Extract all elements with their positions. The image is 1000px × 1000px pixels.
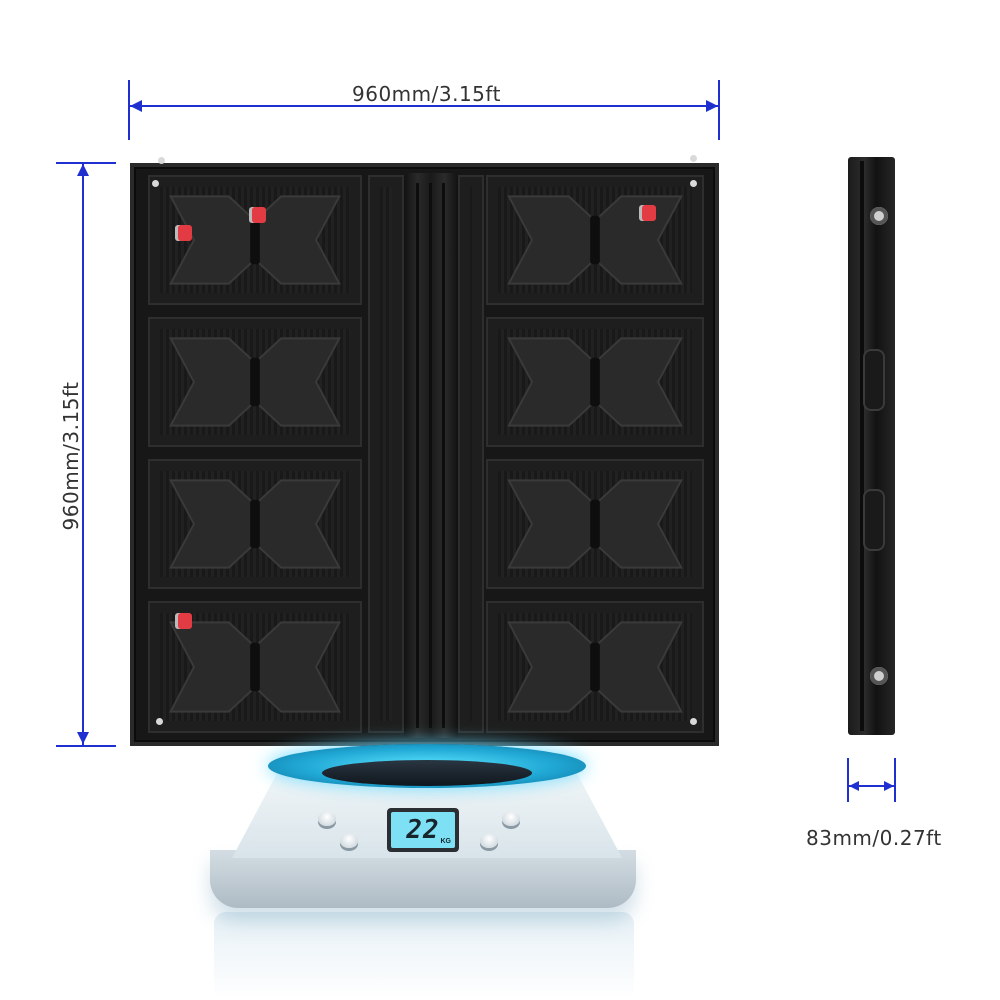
module-center-left	[368, 175, 404, 733]
scale-base	[210, 850, 636, 908]
module-right-3	[486, 459, 704, 589]
height-arrow-top	[77, 164, 89, 176]
width-dimension-tick-left	[128, 80, 130, 140]
cabinet-side-profile	[848, 157, 895, 735]
scale-platform-disc	[322, 760, 532, 786]
depth-dimension-tick-left	[847, 758, 849, 802]
module-center-right	[458, 175, 484, 733]
width-dimension-line	[130, 105, 719, 107]
central-spine-beam	[404, 173, 458, 738]
screw	[156, 718, 163, 725]
module-right-2	[486, 317, 704, 447]
module-right-1	[486, 175, 704, 305]
width-dimension-label: 960mm/3.15ft	[352, 82, 501, 106]
screw	[690, 155, 697, 162]
lock-latch-top-left-inner	[252, 207, 266, 223]
lock-latch-top-left	[178, 225, 192, 241]
depth-dimension-label: 83mm/0.27ft	[806, 826, 942, 850]
screw	[152, 180, 159, 187]
screw	[690, 718, 697, 725]
depth-arrow-right	[884, 781, 894, 791]
width-arrow-right	[706, 100, 718, 112]
scale-weight-value: 22	[406, 815, 440, 845]
scale-button-left-top	[318, 812, 336, 826]
scale-reflection	[214, 912, 634, 1000]
width-dimension-tick-right	[718, 80, 720, 140]
height-arrow-bottom	[77, 732, 89, 744]
scale-button-right-top	[502, 812, 520, 826]
height-dimension-tick-bottom	[56, 745, 116, 747]
scale-button-right-bottom	[480, 834, 498, 848]
screw	[690, 180, 697, 187]
lock-latch-top-right	[642, 205, 656, 221]
lock-latch-bottom-left	[178, 613, 192, 629]
depth-arrow-left	[849, 781, 859, 791]
depth-dimension-tick-right	[894, 758, 896, 802]
height-dimension-tick-top	[56, 162, 116, 164]
module-left-3	[148, 459, 362, 589]
screw	[158, 157, 165, 164]
scale-lcd-display: 22 KG	[387, 808, 459, 852]
width-arrow-left	[130, 100, 142, 112]
scale-button-left-bottom	[340, 834, 358, 848]
module-left-2	[148, 317, 362, 447]
module-right-4	[486, 601, 704, 733]
scale-weight-unit: KG	[440, 838, 452, 845]
depth-dimension-line	[848, 785, 895, 787]
height-dimension-label: 960mm/3.15ft	[59, 381, 83, 531]
height-dimension-line	[82, 163, 84, 746]
